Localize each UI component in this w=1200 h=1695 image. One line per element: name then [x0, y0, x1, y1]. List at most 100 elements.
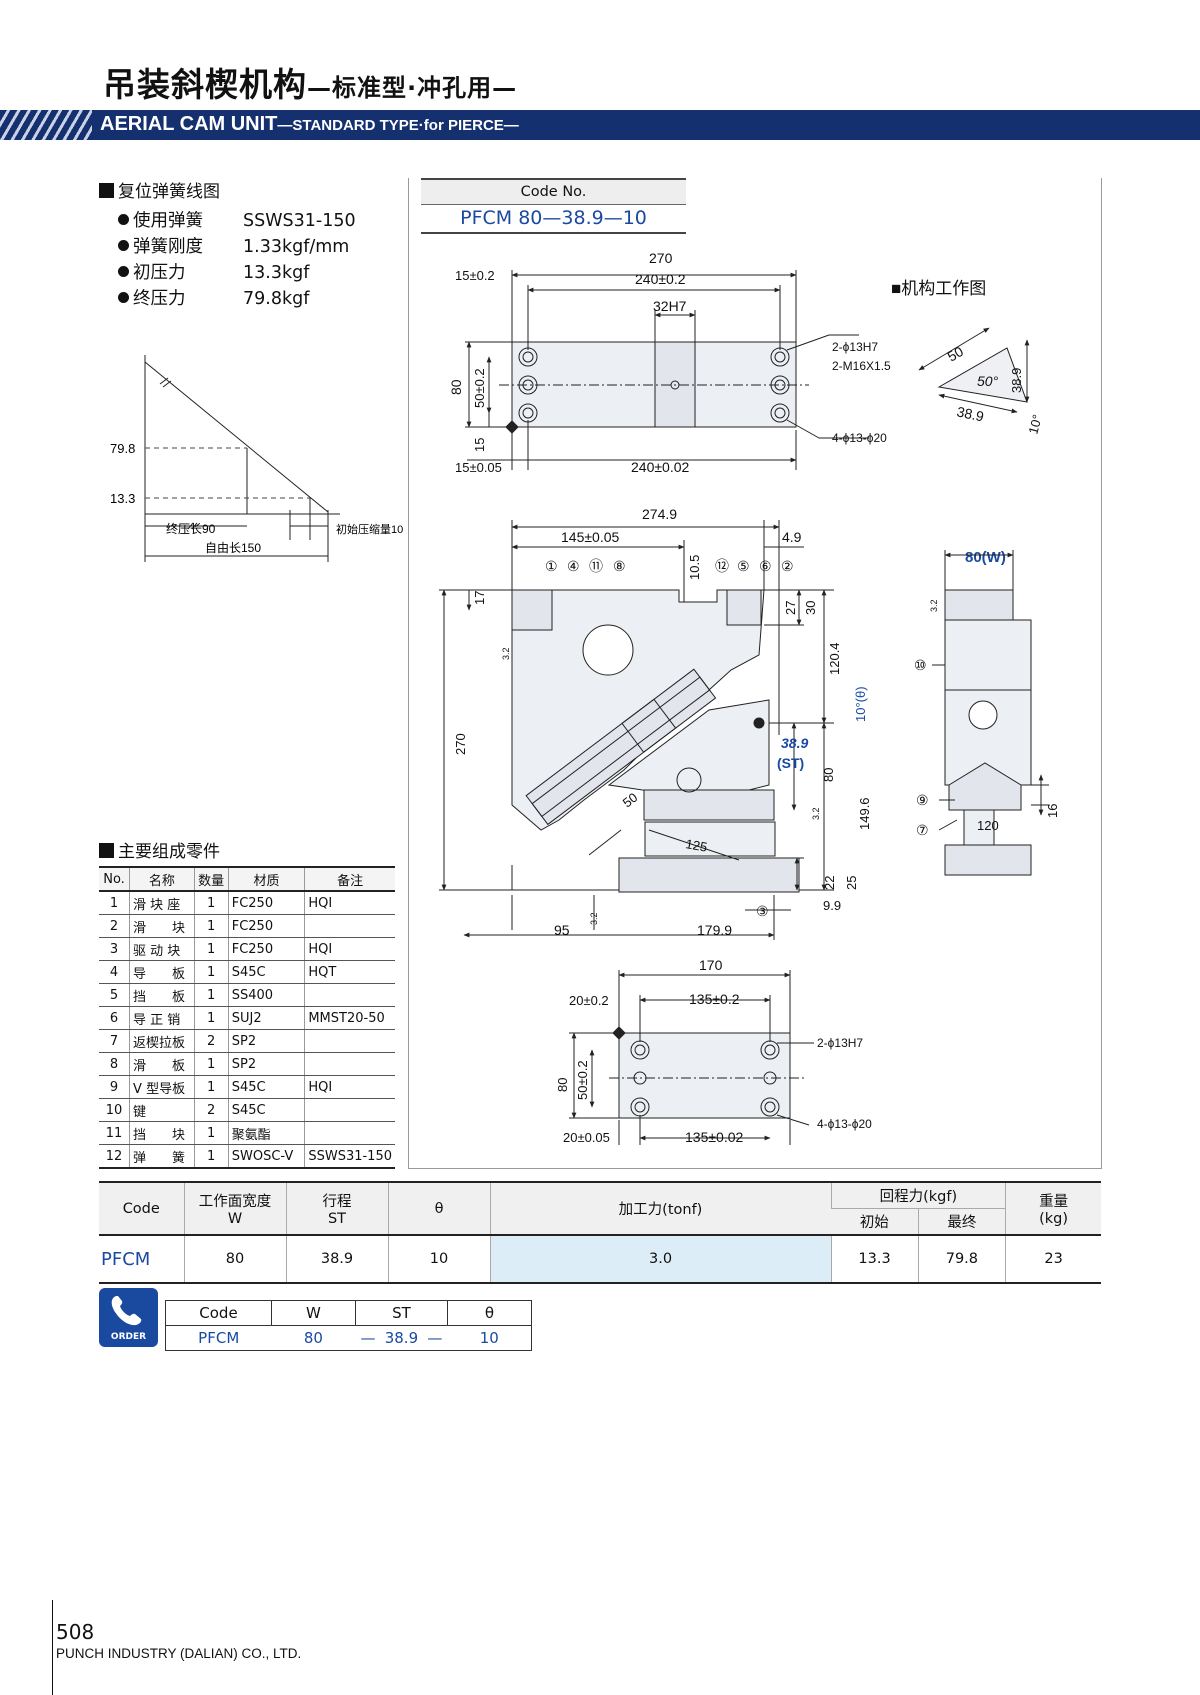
spec-col-return: 回程力(kgf) [830, 1181, 1006, 1209]
dim-bottom-50: 50±0.2 [575, 1060, 590, 1100]
part-qty: 1 [193, 983, 229, 1007]
wd-38-9: 38.9 [955, 403, 985, 424]
dim-top-hole1: 2-ϕ13H7 [832, 340, 878, 354]
part-name: 键 [129, 1098, 195, 1122]
col-no: No. [99, 866, 130, 892]
part-name: 驱 动 块 [129, 937, 195, 961]
spec-force: 3.0 [489, 1235, 832, 1284]
dim-front-theta: 10°(θ) [853, 686, 868, 722]
svg-text:⑥: ⑥ [759, 558, 772, 574]
part-no: 6 [99, 1006, 130, 1030]
bullet-icon [118, 240, 129, 251]
working-diagram [918, 327, 1030, 414]
spec-col-code: Code [99, 1181, 184, 1235]
callout-7: ⑦ [916, 822, 929, 838]
title-english-main: AERIAL CAM UNIT [100, 113, 278, 135]
part-material: SP2 [227, 1052, 305, 1076]
col-remark: 备注 [304, 866, 395, 892]
svg-text:⑤: ⑤ [737, 558, 750, 574]
square-bullet-icon [99, 183, 114, 198]
dim-top-15v: 15 [472, 438, 487, 452]
dim-front-27: 27 [783, 601, 798, 615]
part-name: 导 正 销 [129, 1006, 195, 1030]
part-remark [304, 1121, 395, 1145]
square-bullet-icon [99, 843, 114, 858]
code-box-value: PFCM 80—38.9—10 [421, 205, 686, 234]
graph-y-high: 79.8 [110, 441, 135, 456]
dim-side-120: 120 [977, 818, 999, 833]
part-name: 滑 块 座 [129, 891, 195, 915]
part-material: SP2 [227, 1029, 305, 1053]
dim-front-80: 80 [821, 768, 836, 782]
dim-front-274-9: 274.9 [642, 506, 677, 522]
part-remark [304, 983, 395, 1007]
spec-row: PFCM 80 38.9 10 3.0 13.3 79.8 23 [99, 1235, 1101, 1284]
svg-text:①: ① [545, 558, 558, 574]
part-name: 挡 板 [129, 983, 195, 1007]
part-no: 4 [99, 960, 130, 984]
surface-mark-2: 3.2 [589, 912, 599, 925]
part-no: 2 [99, 914, 130, 938]
part-material: S45C [227, 1075, 305, 1099]
order-icon: ORDER [99, 1288, 158, 1347]
part-remark: HQT [304, 960, 395, 984]
part-material: FC250 [227, 937, 305, 961]
part-qty: 1 [193, 1075, 229, 1099]
part-remark [304, 1029, 395, 1053]
part-remark: HQI [304, 937, 395, 961]
dim-bottom-80: 80 [555, 1078, 570, 1092]
part-material: S45C [227, 960, 305, 984]
title-main: 吊装斜楔机构 [103, 65, 307, 104]
part-no: 11 [99, 1121, 130, 1145]
part-qty: 2 [193, 1098, 229, 1122]
part-no: 7 [99, 1029, 130, 1053]
col-name: 名称 [129, 866, 195, 892]
drawing-frame [408, 178, 1102, 1169]
callout-10: ⑩ [914, 657, 927, 673]
dim-top-50: 50±0.2 [472, 368, 487, 408]
title-sub: —标准型·冲孔用— [307, 74, 518, 102]
part-remark: SSWS31-150 [304, 1144, 395, 1169]
dim-front-10-5: 10.5 [687, 555, 702, 580]
order-theta: 10 [479, 1329, 499, 1347]
dim-front-149-6: 149.6 [857, 797, 872, 830]
part-qty: 2 [193, 1029, 229, 1053]
dim-front-270: 270 [453, 733, 468, 755]
part-no: 8 [99, 1052, 130, 1076]
dim-front-22: 22 [822, 876, 837, 890]
spec-col-final: 最终 [917, 1208, 1006, 1235]
dim-side-16: 16 [1045, 804, 1060, 818]
part-qty: 1 [193, 960, 229, 984]
col-qty: 数量 [193, 866, 229, 892]
dim-bottom-170: 170 [699, 957, 723, 973]
dim-top-240: 240±0.2 [635, 271, 686, 287]
graph-free-length: 自由长150 [205, 541, 261, 555]
dim-bottom-135b: 135±0.02 [685, 1129, 744, 1145]
dim-front-25: 25 [844, 876, 859, 890]
dim-front-95: 95 [554, 922, 570, 938]
part-material: 聚氨酯 [227, 1121, 305, 1145]
bullet-icon [118, 292, 129, 303]
dim-top-240b: 240±0.02 [631, 459, 690, 475]
svg-text:④: ④ [567, 558, 580, 574]
spec-weight: 23 [1005, 1235, 1101, 1284]
graph-final-length: 终压长90 [166, 521, 216, 536]
surface-mark-1: 3.2 [501, 647, 511, 660]
order-st: 38.9 [384, 1329, 419, 1347]
bottom-view [569, 970, 814, 1145]
phone-icon [111, 1296, 142, 1326]
code-box-header: Code No. [421, 178, 686, 205]
svg-text:③: ③ [756, 903, 769, 919]
surface-mark-3: 3.2 [811, 807, 821, 820]
graph-initial-compress: 初始压缩量10 [336, 522, 403, 536]
company-name: PUNCH INDUSTRY (DALIAN) CO., LTD. [56, 1646, 302, 1661]
footer-rule [52, 1600, 53, 1695]
part-material: FC250 [227, 914, 305, 938]
